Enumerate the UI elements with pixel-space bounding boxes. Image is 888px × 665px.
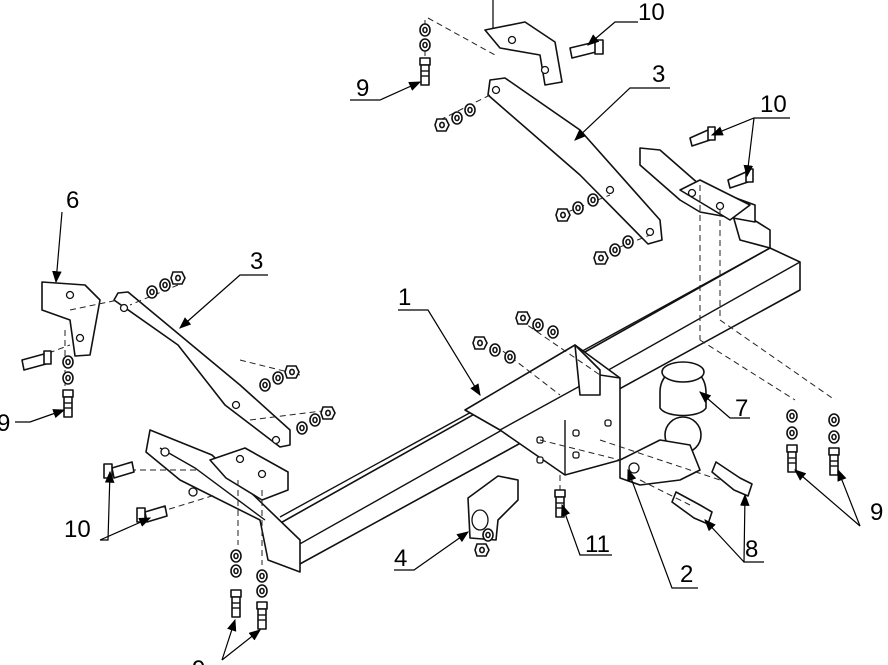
callout-9-bottom: 9	[192, 656, 205, 665]
callout-4: 4	[394, 545, 407, 572]
right-mount-plate	[639, 147, 756, 223]
ball-bolts	[671, 461, 753, 525]
callout-10-top: 10	[638, 0, 665, 26]
tow-ball-assembly	[619, 361, 707, 486]
leader-lines	[15, 0, 861, 661]
top-bracket-right	[484, 21, 563, 86]
callout-7: 7	[735, 395, 748, 422]
callout-9-top: 9	[356, 75, 369, 102]
left-mount-plate	[209, 447, 289, 501]
left-top-bracket	[41, 281, 101, 357]
callout-11: 11	[585, 531, 610, 558]
callout-10-left: 10	[64, 516, 91, 543]
callout-9-right: 9	[870, 499, 883, 526]
callout-3-right: 3	[652, 61, 665, 88]
callout-3-left: 3	[250, 248, 263, 275]
callout-8: 8	[745, 536, 758, 563]
callout-6: 6	[66, 187, 79, 214]
callout-2: 2	[680, 561, 693, 588]
callout-1: 1	[398, 284, 411, 311]
socket-plate	[467, 475, 519, 541]
right-side-arm	[487, 77, 663, 245]
callout-9-left: 9	[0, 410, 10, 437]
left-side-arm	[113, 291, 291, 448]
callout-10-right: 10	[760, 91, 787, 118]
